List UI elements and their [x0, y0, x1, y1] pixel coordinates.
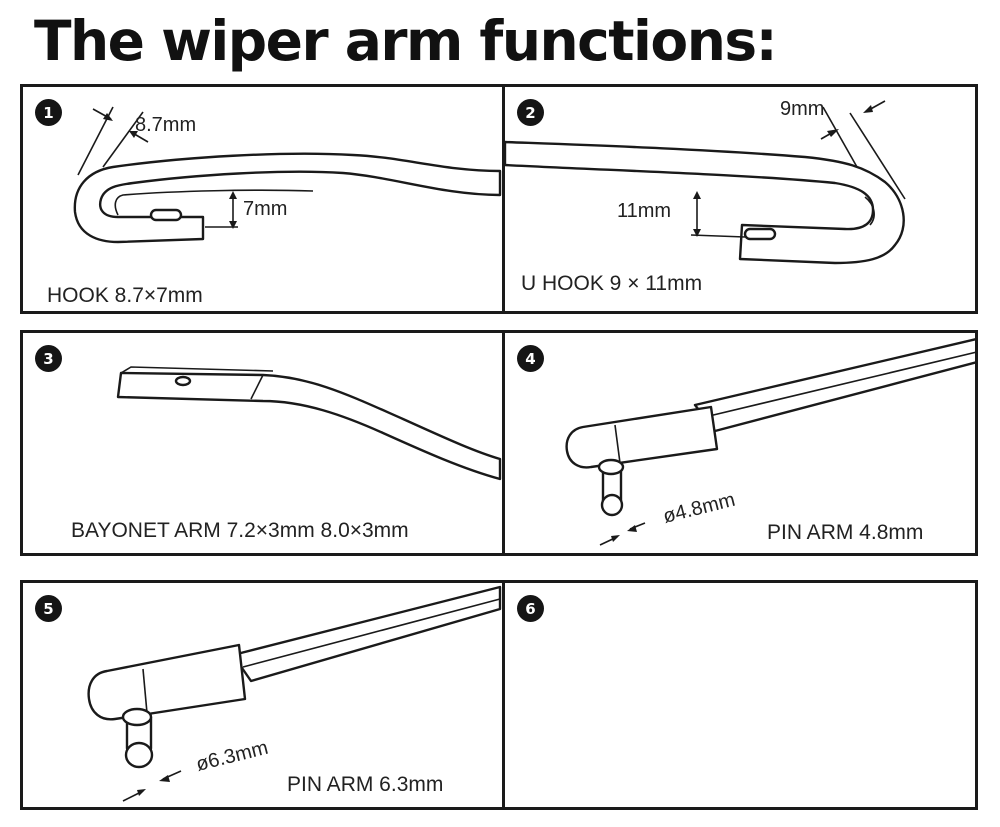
- pin-diameter-dimension: ø4.8mm: [661, 489, 737, 528]
- bayonet-arm-drawing: [116, 366, 502, 481]
- panel-number-badge: 5: [35, 595, 62, 622]
- panel-caption: U HOOK 9 × 11mm: [521, 272, 703, 295]
- pin-arm-4-8-block-shape: [565, 405, 719, 469]
- hook-width-dimension: 8.7mm: [135, 114, 196, 136]
- hook-arm-drawing: 8.7mm 7mm: [73, 106, 502, 244]
- panel-u-hook: 2 9mm 11mm U HOOK 9 × 11mm: [502, 87, 975, 311]
- panel-number-badge: 3: [35, 345, 62, 372]
- panel-number-badge: 6: [517, 595, 544, 622]
- panel-number-badge: 4: [517, 345, 544, 372]
- pin-arm-6-3-drawing: ø6.3mm: [87, 585, 502, 802]
- u-hook-arm-shape: [505, 140, 905, 265]
- bayonet-arm-shape: [116, 371, 502, 481]
- hook-slot-shape: [149, 208, 183, 222]
- panel-number-badge: 1: [35, 99, 62, 126]
- hook-height-dimension: 7mm: [243, 198, 287, 220]
- u-hook-height-dimension: 11mm: [617, 200, 671, 222]
- u-hook-slot-shape: [743, 227, 777, 241]
- u-hook-width-dimension: 9mm: [780, 98, 824, 120]
- panel-pin-arm-6-3: 5 ø6.3mm PIN ARM 6.3mm: [23, 583, 502, 807]
- panel-caption: PIN ARM 6.3mm: [287, 773, 444, 796]
- page-title: The wiper arm functions:: [34, 9, 778, 73]
- panel-row-2: 3 BAYONET ARM 7.2×3mm 8.0×3mm 4 ø4.8mm: [20, 330, 978, 556]
- panel-caption: HOOK 8.7×7mm: [47, 284, 203, 307]
- panel-row-1: 1 8.7mm 7mm HOOK 8.7×7mm 2: [20, 84, 978, 314]
- panel-caption: PIN ARM 4.8mm: [767, 521, 924, 544]
- pin-diameter-dimension: ø6.3mm: [194, 737, 270, 776]
- panel-pin-arm-4-8: 4 ø4.8mm PIN ARM 4.8mm: [502, 333, 975, 553]
- pin-arm-4-8-shape: [693, 338, 975, 433]
- panel-row-3: 5 ø6.3mm PIN ARM 6.3mm 6: [20, 580, 978, 810]
- panel-caption: BAYONET ARM 7.2×3mm 8.0×3mm: [71, 519, 409, 542]
- u-hook-arm-drawing: 9mm 11mm: [505, 98, 906, 265]
- hook-arm-shape: [73, 152, 502, 244]
- pin-arm-6-3-block-shape: [87, 643, 247, 721]
- panel-number-badge: 2: [517, 99, 544, 126]
- panel-empty: 6: [502, 583, 975, 807]
- pin-arm-4-8-drawing: ø4.8mm: [565, 338, 975, 546]
- bayonet-hole-shape: [174, 375, 192, 387]
- panel-hook: 1 8.7mm 7mm HOOK 8.7×7mm: [23, 87, 502, 311]
- panel-bayonet: 3 BAYONET ARM 7.2×3mm 8.0×3mm: [23, 333, 502, 553]
